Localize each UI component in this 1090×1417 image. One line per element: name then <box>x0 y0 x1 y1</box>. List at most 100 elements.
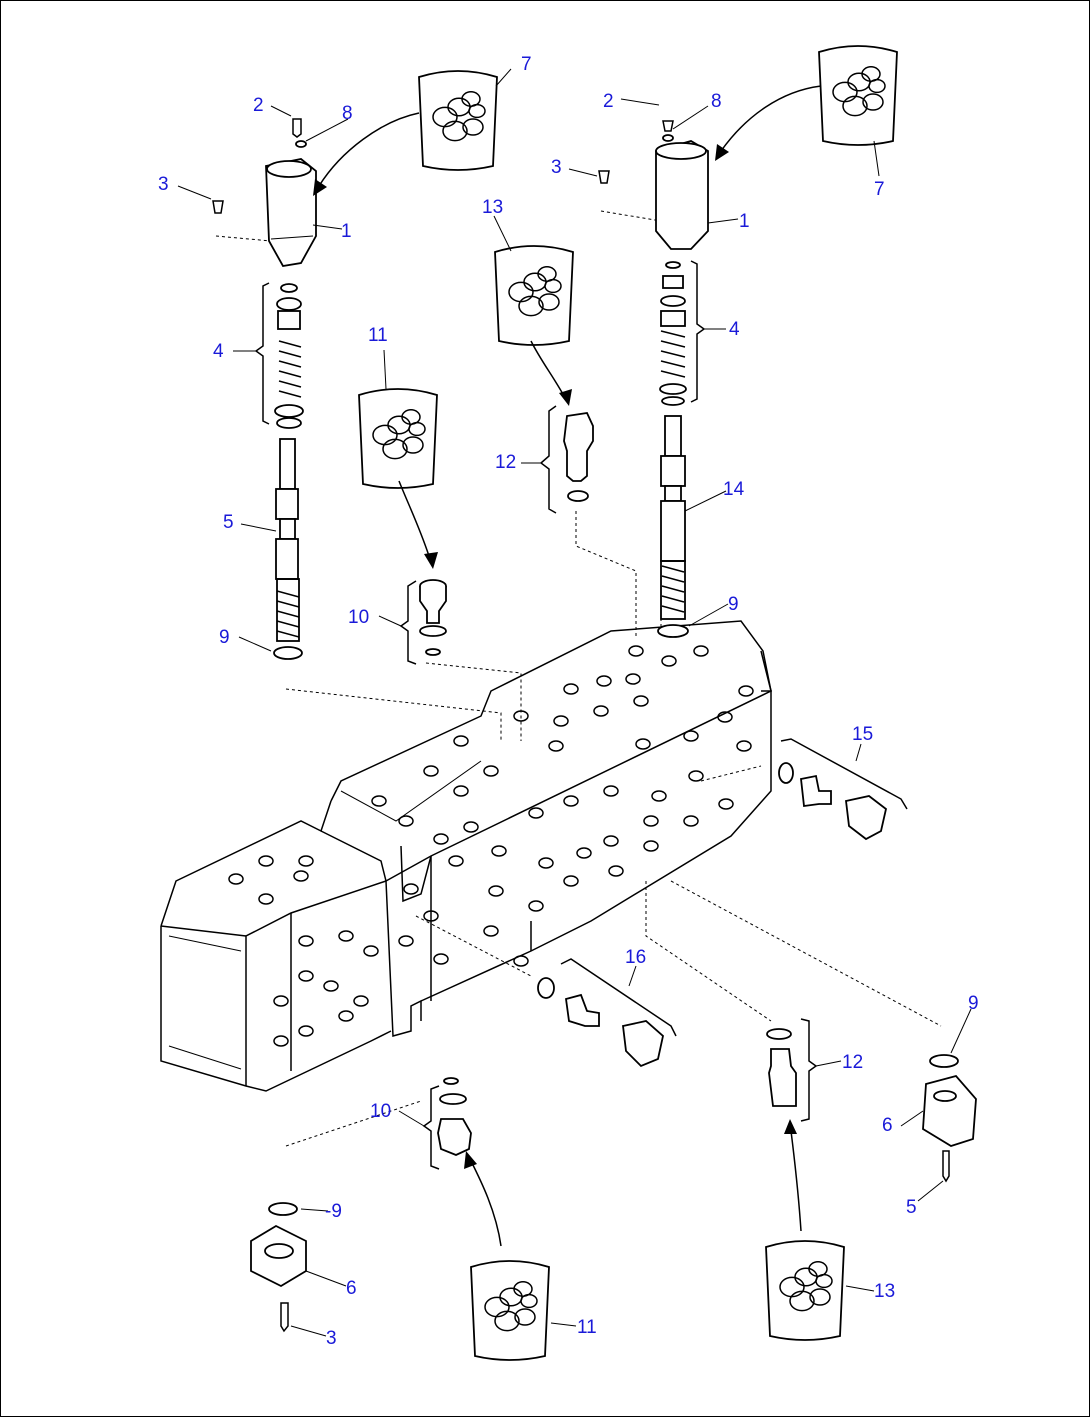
callout-7: 7 <box>874 179 885 200</box>
port-hole <box>563 683 579 695</box>
callout-10: 10 <box>370 1101 391 1122</box>
port-hole <box>293 870 309 882</box>
callout-13: 13 <box>874 1281 895 1302</box>
port-hole <box>736 740 752 752</box>
port-hole <box>683 730 699 742</box>
port-hole <box>258 893 274 905</box>
port-hole <box>491 845 507 857</box>
spool-left <box>273 438 303 660</box>
port-hole <box>323 980 339 992</box>
port-hole <box>738 685 754 697</box>
port-hole <box>483 925 499 937</box>
port-hole <box>528 900 544 912</box>
port-hole <box>596 675 612 687</box>
port-hole <box>448 855 464 867</box>
callout-2: 2 <box>603 91 614 112</box>
port-hole <box>593 705 609 717</box>
port-hole <box>403 883 419 895</box>
spool-right <box>657 415 689 638</box>
spring-stack-right <box>659 261 687 406</box>
port-hole <box>603 835 619 847</box>
solenoid-left <box>212 118 317 267</box>
port-hole <box>548 740 564 752</box>
leader-lines <box>177 68 972 1337</box>
port-hole <box>628 645 644 657</box>
center-lines <box>215 210 942 1147</box>
callout-3: 3 <box>326 1328 337 1349</box>
port-hole <box>693 645 709 657</box>
port-hole <box>398 815 414 827</box>
callout-2: 2 <box>253 95 264 116</box>
callout-11: 11 <box>368 325 388 346</box>
port-hole <box>633 695 649 707</box>
callout-3: 3 <box>158 174 169 195</box>
port-hole <box>661 655 677 667</box>
port-hole <box>463 821 479 833</box>
part-12-bottom <box>766 1018 818 1122</box>
part-15 <box>778 738 908 841</box>
callout-8: 8 <box>711 91 722 112</box>
port-hole <box>635 738 651 750</box>
port-hole <box>228 873 244 885</box>
callout-9: 9 <box>728 594 739 615</box>
port-hole <box>371 795 387 807</box>
port-hole <box>338 1010 354 1022</box>
port-hole <box>398 935 414 947</box>
callout-8: 8 <box>342 103 353 124</box>
port-hole <box>563 795 579 807</box>
callout-14: 14 <box>723 479 745 500</box>
port-hole <box>273 1035 289 1047</box>
callout-4: 4 <box>729 319 740 340</box>
port-hole <box>528 807 544 819</box>
port-hole <box>483 765 499 777</box>
port-hole <box>553 715 569 727</box>
port-hole <box>298 970 314 982</box>
port-hole <box>576 847 592 859</box>
port-hole <box>433 953 449 965</box>
port-hole <box>683 815 699 827</box>
port-hole <box>423 910 439 922</box>
callout-13: 13 <box>482 197 503 218</box>
valve-ports <box>228 645 754 1047</box>
callout-3: 3 <box>551 157 562 178</box>
part-6-right <box>922 1054 977 1183</box>
part-10-top <box>399 579 447 665</box>
part-12-top <box>539 405 594 514</box>
solenoid-right <box>598 120 709 250</box>
callout-1: 1 <box>739 211 750 232</box>
seal-kit-7-right <box>818 45 898 146</box>
port-hole <box>488 885 504 897</box>
spring-stack-left <box>274 283 304 429</box>
seal-kit-11-bottom <box>470 1260 550 1361</box>
callout-12: 12 <box>495 452 516 473</box>
callout-16: 16 <box>625 947 646 968</box>
port-hole <box>273 995 289 1007</box>
seal-kit-13-top <box>494 245 574 346</box>
callout-5: 5 <box>906 1197 917 1218</box>
port-hole <box>538 857 554 869</box>
callout-5: 5 <box>223 512 234 533</box>
port-hole <box>513 955 529 967</box>
port-hole <box>363 945 379 957</box>
part-10-bottom <box>422 1077 472 1170</box>
port-hole <box>353 995 369 1007</box>
bracket-4-left <box>254 282 270 425</box>
seal-kit-11-top <box>358 388 438 489</box>
port-hole <box>338 930 354 942</box>
callout-9: 9 <box>968 993 979 1014</box>
callout-6: 6 <box>346 1278 357 1299</box>
callout-7: 7 <box>521 54 532 75</box>
callout-4: 4 <box>213 341 224 362</box>
port-hole <box>608 865 624 877</box>
port-hole <box>298 855 314 867</box>
callout-9: 9 <box>219 627 230 648</box>
port-hole <box>625 673 641 685</box>
callout-1: 1 <box>341 221 352 242</box>
port-hole <box>643 815 659 827</box>
port-hole <box>718 798 734 810</box>
port-hole <box>651 790 667 802</box>
port-hole <box>433 833 449 845</box>
seal-kit-7-left <box>418 70 498 171</box>
